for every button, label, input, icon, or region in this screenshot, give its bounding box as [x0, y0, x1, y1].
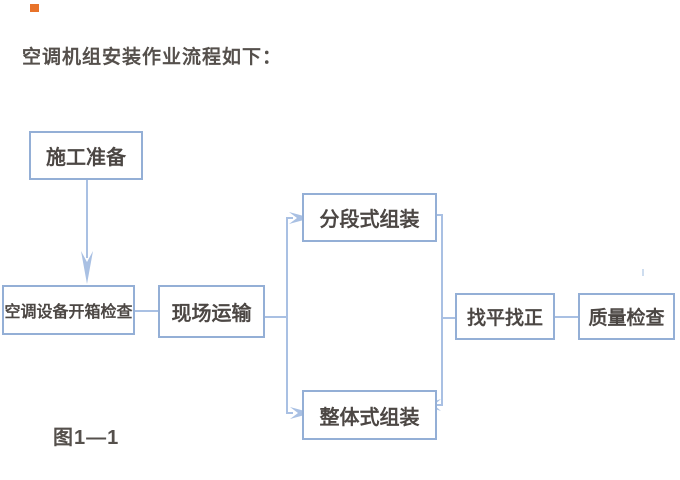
page-title: 空调机组安装作业流程如下：: [22, 47, 283, 68]
flow-node-unboxing-inspection: 空调设备开箱检查: [2, 285, 135, 335]
flow-node-quality-inspection: 质量检查: [578, 293, 675, 340]
flow-node-label: 整体式组装: [319, 406, 420, 429]
flow-node-site-transport: 现场运输: [158, 285, 265, 338]
flow-node-segmented-assembly: 分段式组装: [302, 193, 437, 242]
flow-node-label: 现场运输: [171, 303, 252, 325]
figure-caption: 图1—1: [53, 427, 120, 449]
flow-node-construction-prep: 施工准备: [29, 131, 143, 180]
flow-node-integral-assembly: 整体式组装: [302, 390, 437, 440]
flow-node-label: 找平找正: [466, 308, 543, 329]
flow-node-label: 空调设备开箱检查: [4, 304, 133, 321]
flow-node-label: 分段式组装: [319, 209, 420, 231]
orange-square-marker: [30, 4, 39, 12]
stray-tick-mark: [642, 269, 644, 276]
flow-node-label: 质量检查: [588, 308, 665, 329]
arrowhead-down-icon: [81, 251, 93, 284]
flow-node-leveling-alignment: 找平找正: [455, 293, 555, 340]
flow-node-label: 施工准备: [46, 147, 126, 169]
